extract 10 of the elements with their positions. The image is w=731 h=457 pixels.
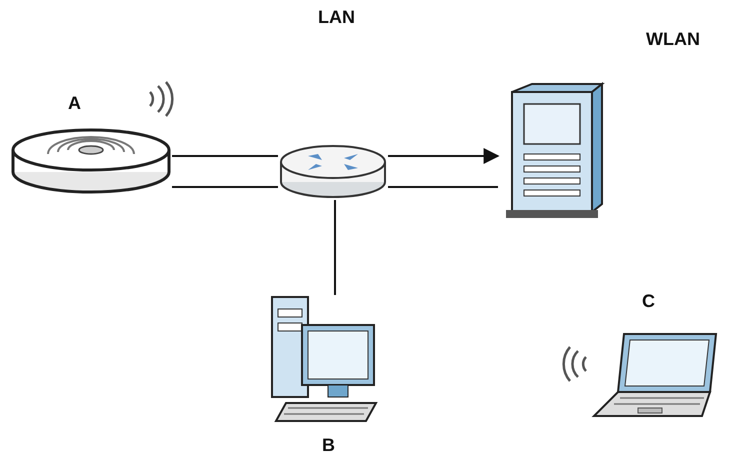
connection-line	[334, 200, 336, 295]
device-label: C	[642, 292, 655, 310]
arrow	[388, 148, 500, 164]
network-label: LAN	[318, 8, 355, 26]
connection-line	[172, 155, 278, 157]
device-label: B	[322, 436, 335, 454]
device-label: A	[68, 94, 81, 112]
connection-line	[172, 186, 278, 188]
network-label: WLAN	[646, 30, 700, 48]
connection-line	[388, 186, 498, 188]
